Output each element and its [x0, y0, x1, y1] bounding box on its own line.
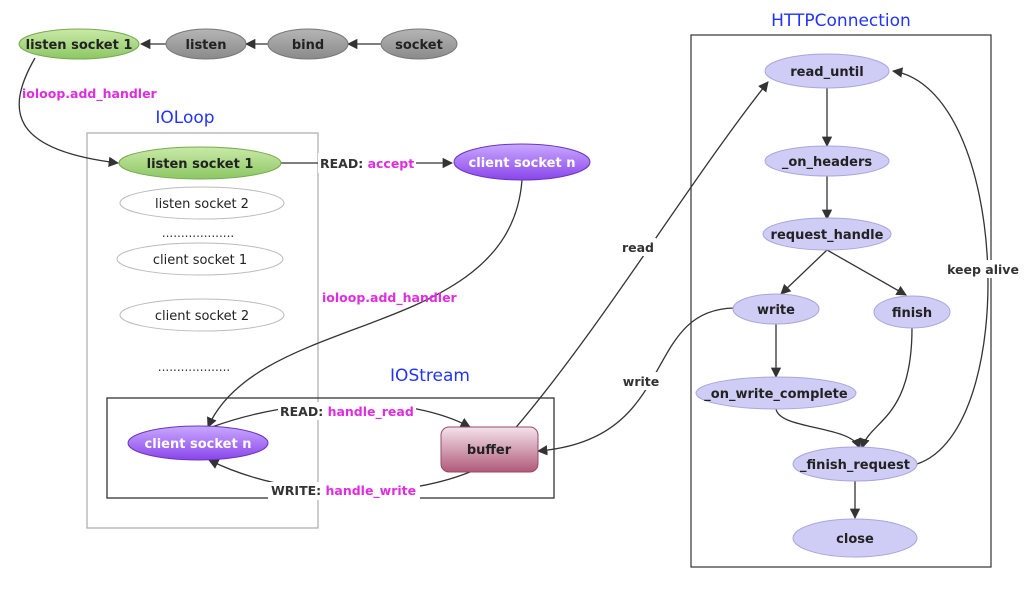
handle-write-label: WRITE: handle_write — [271, 483, 416, 499]
node-read-until: read_until — [764, 53, 890, 89]
ioloop-frame — [86, 132, 319, 529]
node-client-socket-n-accepted-label: client socket n — [469, 156, 576, 171]
node-ioloop-client-socket-1: client socket 1 — [116, 242, 284, 276]
http-connection-title: HTTPConnection — [771, 11, 911, 31]
node-on-write-complete: _on_write_complete — [695, 376, 857, 410]
edge-add-handler-setup — [18, 57, 120, 168]
node-socket: socket — [380, 28, 458, 60]
handle-write-label-bg — [268, 482, 420, 500]
accept-label-bg — [318, 153, 416, 173]
handle-write-prefix: WRITE: — [271, 483, 325, 498]
node-listen-socket-setup-label: listen socket 1 — [26, 38, 133, 53]
handle-read-label: READ: handle_read — [280, 404, 414, 420]
node-client-socket-n-accepted: client socket n — [453, 143, 591, 181]
edge-finish-finishrequest — [859, 327, 913, 449]
node-bind-label: bind — [292, 38, 324, 53]
node-buffer-label: buffer — [467, 443, 512, 458]
node-iostream-client-socket-n: client socket n — [127, 425, 269, 461]
node-read-until-label: read_until — [790, 65, 863, 80]
node-on-write-complete-label: _on_write_complete — [704, 387, 848, 402]
handle-read-prefix: READ: — [280, 404, 328, 419]
node-ioloop-listen-socket-2-label: listen socket 2 — [155, 197, 249, 212]
node-on-headers-label: _on_headers — [782, 155, 873, 170]
node-request-handle-label: request_handle — [771, 228, 884, 243]
edge-add-handler-client — [207, 179, 523, 428]
ioloop-title: IOLoop — [155, 108, 214, 128]
node-listen-label: listen — [186, 38, 227, 53]
handle-read-action: handle_read — [328, 404, 414, 420]
accept-label: READ: accept — [320, 156, 414, 171]
node-listen: listen — [165, 28, 247, 60]
node-finish-label: finish — [892, 306, 932, 321]
edge-requesthandle-write — [780, 249, 828, 295]
handle-read-label-bg — [278, 402, 416, 420]
node-on-headers: _on_headers — [764, 145, 890, 177]
node-ioloop-listen-socket-1-label: listen socket 1 — [147, 157, 254, 172]
edge-requesthandle-finish — [826, 249, 907, 296]
write-edge-label: write — [623, 374, 659, 389]
ioloop-dots-1: ................... — [162, 226, 234, 240]
node-socket-label: socket — [395, 38, 443, 53]
add-handler-label-client: ioloop.add_handler — [322, 290, 458, 306]
node-finish-request: _finish_request — [792, 446, 918, 482]
accept-action: accept — [368, 156, 415, 171]
node-buffer: buffer — [440, 426, 539, 473]
node-ioloop-client-socket-2: client socket 2 — [119, 298, 285, 332]
node-ioloop-listen-socket-1: listen socket 1 — [118, 146, 282, 180]
edge-onwritecomplete-finishrequest — [775, 408, 862, 449]
node-listen-socket-setup: listen socket 1 — [18, 28, 140, 60]
read-edge-label-bg — [620, 238, 656, 256]
ioloop-dots-2: ................... — [158, 360, 230, 374]
node-write: write — [732, 293, 820, 325]
node-ioloop-client-socket-2-label: client socket 2 — [155, 309, 249, 324]
write-edge-label-bg — [620, 372, 662, 390]
keep-alive-label-bg — [945, 260, 1021, 278]
node-request-handle: request_handle — [762, 217, 892, 251]
node-write-label: write — [757, 303, 795, 318]
accept-prefix: READ: — [320, 156, 368, 171]
node-bind: bind — [267, 28, 349, 60]
node-finish-request-label: _finish_request — [800, 458, 910, 473]
keep-alive-label: keep alive — [947, 262, 1019, 277]
node-ioloop-listen-socket-2: listen socket 2 — [119, 186, 285, 220]
http-connection-frame — [690, 34, 992, 568]
iostream-title: IOStream — [390, 366, 470, 386]
node-finish: finish — [873, 295, 951, 329]
node-iostream-client-socket-n-label: client socket n — [145, 437, 252, 452]
node-ioloop-client-socket-1-label: client socket 1 — [153, 253, 247, 268]
add-handler-label-setup: ioloop.add_handler — [22, 86, 158, 102]
read-edge-label: read — [622, 240, 654, 255]
node-close-label: close — [836, 532, 874, 547]
handle-write-action: handle_write — [325, 483, 416, 499]
node-close: close — [792, 518, 918, 558]
